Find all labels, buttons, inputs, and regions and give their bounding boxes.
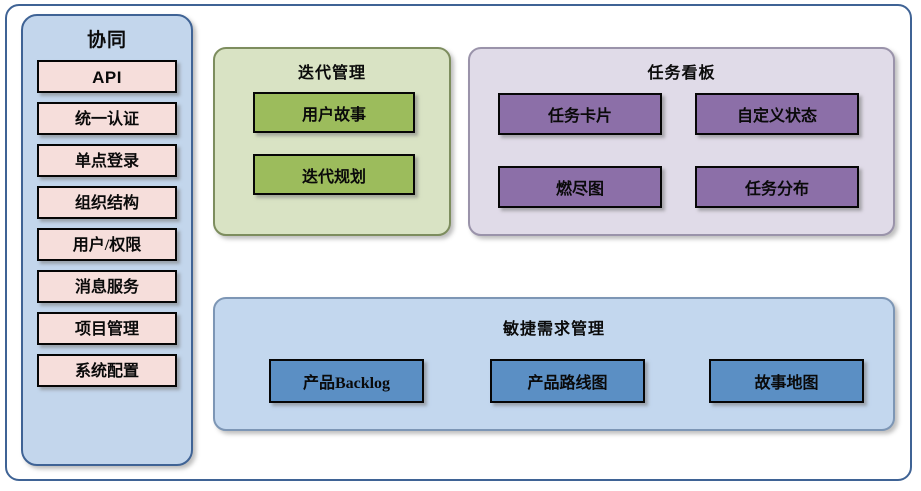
group-agile-requirement-management: 敏捷需求管理 产品Backlog 产品路线图 故事地图	[213, 297, 895, 431]
sidebar-panel-collaboration: 协同 API 统一认证 单点登录 组织结构 用户/权限 消息服务 项目管理 系统…	[21, 14, 193, 466]
sidebar-item-list: API 统一认证 单点登录 组织结构 用户/权限 消息服务 项目管理 系统配置	[23, 60, 191, 387]
node-task-card[interactable]: 任务卡片	[498, 93, 662, 135]
sidebar-item-unified-auth[interactable]: 统一认证	[37, 102, 177, 135]
node-custom-status[interactable]: 自定义状态	[695, 93, 859, 135]
node-story-map[interactable]: 故事地图	[709, 359, 864, 403]
group-task-board-title: 任务看板	[647, 65, 716, 82]
node-task-distribution[interactable]: 任务分布	[695, 166, 859, 208]
group-agile-requirement-management-title: 敏捷需求管理	[502, 321, 605, 338]
sidebar-item-api[interactable]: API	[37, 60, 177, 93]
sidebar-item-message-service[interactable]: 消息服务	[37, 270, 177, 303]
node-product-backlog[interactable]: 产品Backlog	[269, 359, 424, 403]
sidebar-item-project-management[interactable]: 项目管理	[37, 312, 177, 345]
node-user-story[interactable]: 用户故事	[253, 92, 415, 133]
node-product-roadmap[interactable]: 产品路线图	[490, 359, 645, 403]
sidebar-title: 协同	[86, 30, 127, 51]
node-iteration-planning[interactable]: 迭代规划	[253, 154, 415, 195]
group-iteration-management-title: 迭代管理	[297, 65, 366, 82]
sidebar-item-org-structure[interactable]: 组织结构	[37, 186, 177, 219]
group-iteration-management: 迭代管理 用户故事 迭代规划	[213, 47, 451, 236]
node-burndown-chart[interactable]: 燃尽图	[498, 166, 662, 208]
sidebar-item-user-permission[interactable]: 用户/权限	[37, 228, 177, 261]
sidebar-item-system-config[interactable]: 系统配置	[37, 354, 177, 387]
sidebar-item-single-sign-on[interactable]: 单点登录	[37, 144, 177, 177]
group-task-board: 任务看板 任务卡片 自定义状态 燃尽图 任务分布	[468, 47, 895, 236]
